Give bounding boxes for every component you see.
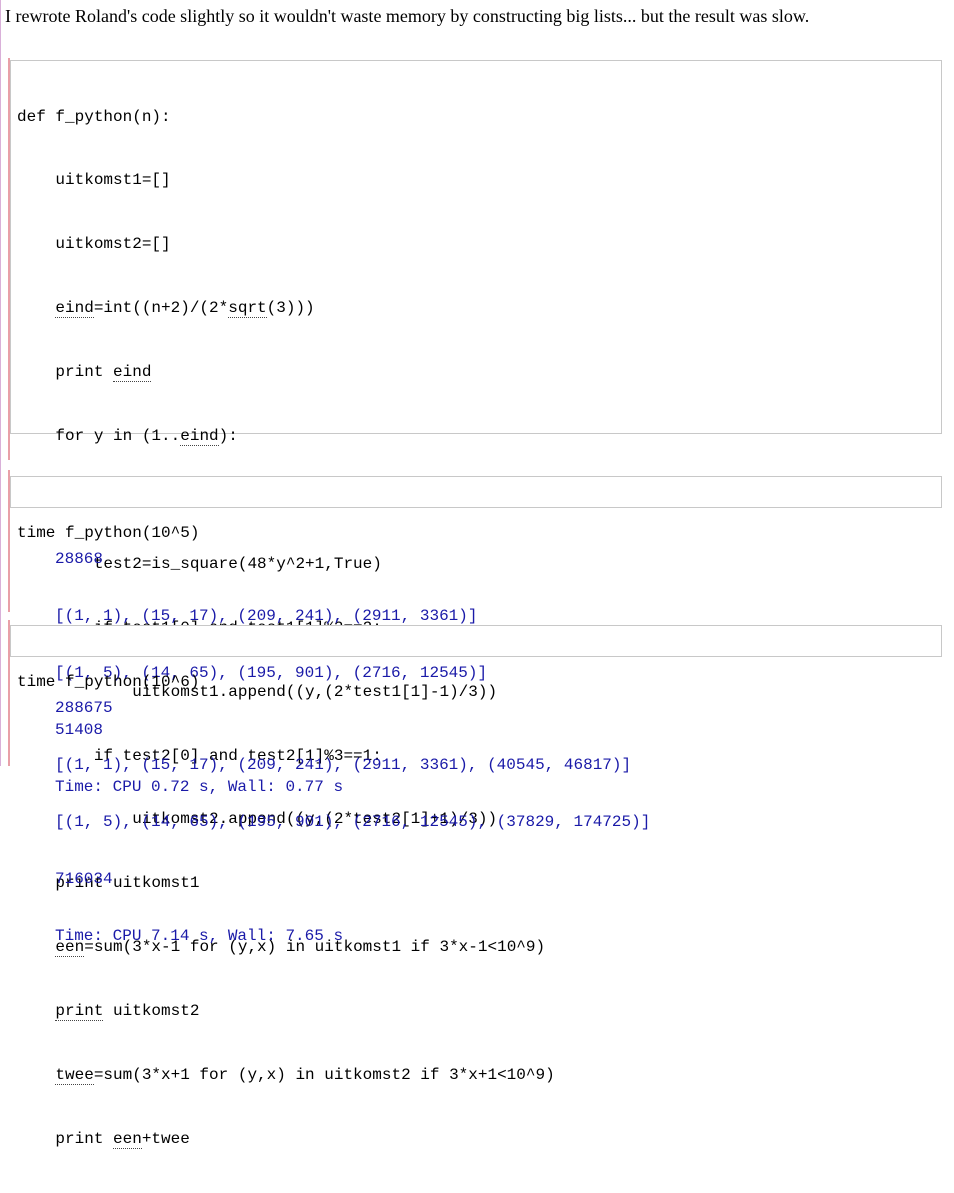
output-line: 288675 [55, 699, 113, 717]
intro-text: I rewrote Roland's code slightly so it w… [5, 6, 810, 26]
output-line: 28868 [55, 550, 104, 568]
output-line: [(1, 1), (15, 17), (209, 241), (2911, 33… [55, 607, 478, 625]
code-line: uitkomst1=[] [17, 171, 171, 190]
cell-input-text: time f_python(10^5) [17, 523, 200, 542]
worksheet-page: I rewrote Roland's code slightly so it w… [0, 0, 942, 1149]
output-line: 716034 [55, 870, 113, 888]
code-line: eind=int((n+2)/(2*sqrt(3))) [55, 299, 315, 319]
code-line: print een+twee [17, 1129, 190, 1149]
code-line: print eind [17, 363, 152, 383]
output-line: Time: CPU 7.14 s, Wall: 7.65 s [55, 927, 344, 945]
code-line: uitkomst2=[] [17, 235, 171, 254]
output-line: [(1, 5), (14, 65), (195, 901), (2716, 12… [55, 813, 651, 831]
code-line: twee=sum(3*x+1 for (y,x) in uitkomst2 if… [55, 1065, 555, 1085]
cell-output-2: 288675 [(1, 1), (15, 17), (209, 241), (2… [55, 661, 650, 984]
cell-input-text: time f_python(10^6) [17, 672, 200, 691]
code-line: def f_python(n): [17, 107, 171, 126]
code-line: if test2[0] and test2[1]%3==1: [17, 746, 382, 765]
page-left-border [0, 0, 1, 766]
cell-divider [8, 58, 10, 460]
cell-divider [8, 470, 10, 612]
code-input-cell[interactable]: def f_python(n): uitkomst1=[] uitkomst2=… [10, 60, 942, 1149]
code-line: uitkomst1.append((y,(2*test1[1]-1)/3)) [17, 682, 498, 701]
time-input-cell-1[interactable]: time f_python(10^5) [10, 476, 942, 542]
time-input-cell-2[interactable]: time f_python(10^6) [10, 625, 942, 691]
code-line: print uitkomst2 [55, 1002, 200, 1022]
code-line: test2=is_square(48*y^2+1,True) [17, 554, 382, 573]
output-line: 51408 [55, 721, 104, 739]
output-line: [(1, 5), (14, 65), (195, 901), (2716, 12… [55, 664, 488, 682]
cell-divider [8, 620, 10, 766]
code-line: for y in (1..eind): [17, 427, 238, 447]
